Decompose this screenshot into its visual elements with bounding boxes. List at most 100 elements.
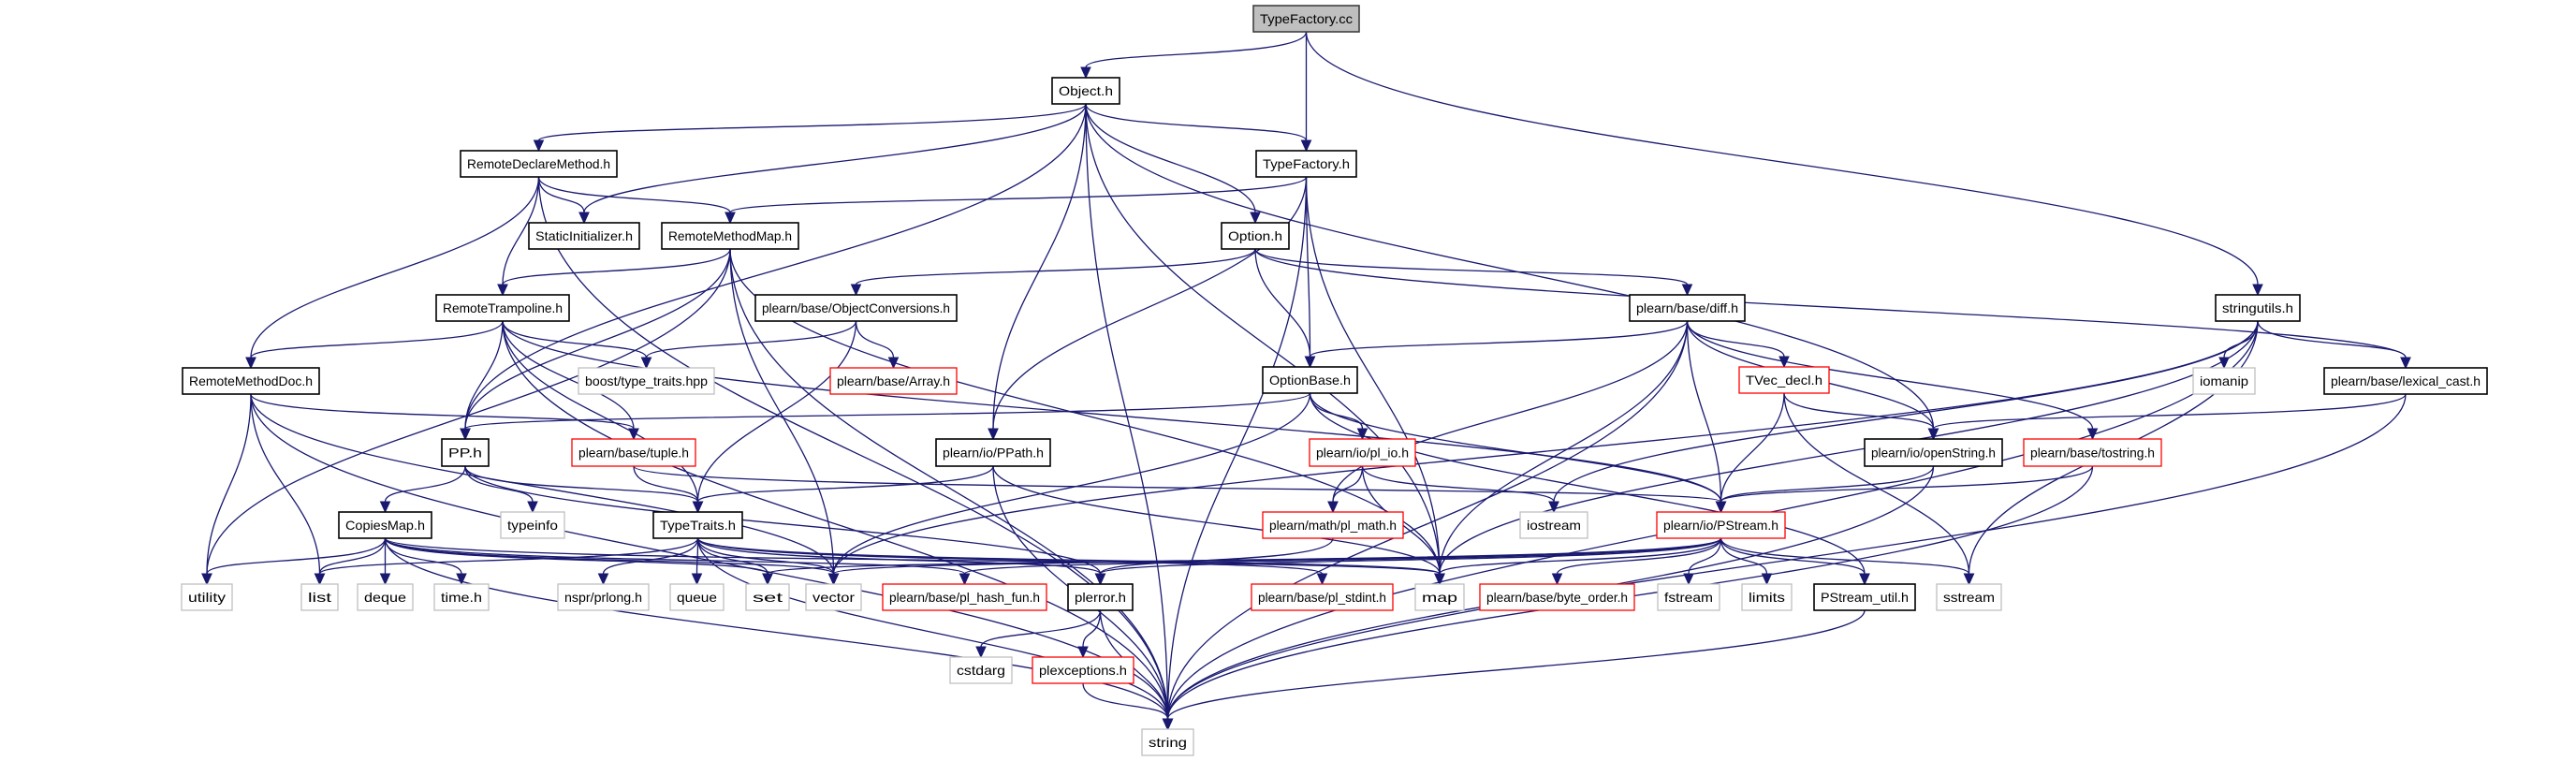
node-box [1309,438,1416,467]
node-label: plearn/math/pl_math.h [1269,518,1397,533]
node-option-h[interactable]: Option.h [1221,222,1290,250]
node-box [661,222,799,250]
node-box [1864,438,2003,467]
node-remotemethoddoc-h[interactable]: RemoteMethodDoc.h [182,367,320,395]
edge-remotetrampoline-h-to-string [502,320,1169,720]
edge-option-h-to-diff-h [1254,248,1689,285]
arrowhead-icon [2218,357,2230,370]
edge-plerror-h-to-plexceptions-h [1082,609,1102,648]
node-objectconversions-h[interactable]: plearn/base/ObjectConversions.h [754,294,958,322]
edge-remotemethoddoc-h-to-list [250,393,321,575]
node-typetraits-h[interactable]: TypeTraits.h [652,511,743,539]
node-pl-stdint-h[interactable]: plearn/base/pl_stdint.h [1251,583,1394,611]
node-label: TVec_decl.h [1746,373,1822,388]
node-box [1741,583,1793,611]
arrowhead-icon [1300,139,1312,153]
node-typefactory-h[interactable]: TypeFactory.h [1255,150,1357,178]
edge-copiesmap-h-to-vector [384,537,835,575]
node-remotedeclaremethod-h[interactable]: RemoteDeclareMethod.h [460,150,618,178]
edge-typetraits-h-to-map [696,537,1441,575]
arrowhead-icon [527,501,538,514]
edge-diff-h-to-map [1439,320,1689,575]
edge-object-h-to-map [1085,103,1441,575]
node-object-h[interactable]: Object.h [1051,77,1120,105]
node-tvec-decl-h[interactable]: TVec_decl.h [1738,366,1830,394]
node-copiesmap-h[interactable]: CopiesMap.h [338,511,432,539]
edge-optionbase-h-to-pstream-h [1309,392,1722,503]
node-remotetrampoline-h[interactable]: RemoteTrampoline.h [435,294,570,322]
node-remotemethodmap-h[interactable]: RemoteMethodMap.h [661,222,799,250]
node-box [1252,5,1360,33]
node-byte-order-h[interactable]: plearn/base/byte_order.h [1479,583,1635,611]
arrowhead-icon [850,284,862,297]
node-iostream: iostream [1519,511,1588,539]
edge-copiesmap-h-to-utility [206,537,387,575]
node-map: map [1414,583,1465,611]
edge-pstream-h-to-limits [1720,537,1768,575]
node-box [338,511,432,539]
node-time-h: time.h [433,583,490,611]
node-box [882,583,1047,611]
edge-pp-h-to-typeinfo [464,465,534,503]
edge-diff-h-to-pl-math-h [1332,320,1689,503]
arrowhead-icon [691,573,703,586]
arrowhead-icon [1963,573,1975,586]
edge-remotedeclaremethod-h-to-staticinitializer-h [537,176,585,213]
node-box [949,656,1013,684]
node-box [805,583,862,611]
node-label: plearn/base/byte_order.h [1486,590,1628,605]
node-label: TypeFactory.h [1263,156,1350,171]
node-label: plearn/base/pl_hash_fun.h [889,590,1040,605]
arrowhead-icon [578,212,590,225]
node-array-h[interactable]: plearn/base/Array.h [829,367,958,395]
node-label: plearn/io/PPath.h [943,446,1044,461]
node-ppath-h[interactable]: plearn/io/PPath.h [935,438,1051,467]
node-pl-math-h[interactable]: plearn/math/pl_math.h [1262,511,1404,539]
arrowhead-icon [460,428,471,441]
edge-stringutils-h-to-vector [832,320,2259,575]
node-pstream-h[interactable]: plearn/io/PStream.h [1656,511,1786,539]
node-label: PStream_util.h [1821,590,1909,605]
edge-remotetrampoline-h-to-pstream-h [502,320,1722,503]
edge-object-h-to-ppath-h [992,103,1087,430]
node-optionbase-h[interactable]: OptionBase.h [1262,366,1358,394]
edge-tvec-decl-h-to-sstream [1783,392,1970,575]
node-pl-io-h[interactable]: plearn/io/pl_io.h [1309,438,1416,467]
node-box [1519,511,1588,539]
node-utility: utility [181,583,233,611]
edge-typetraits-h-to-pl-stdint-h [696,537,1324,575]
node-label: string [1149,735,1187,750]
node-label: map [1422,590,1457,605]
edge-tuple-h-to-pstream-h [633,465,1722,503]
node-plexceptions-h[interactable]: plexceptions.h [1032,656,1134,684]
node-pl-hash-fun-h[interactable]: plearn/base/pl_hash_fun.h [882,583,1047,611]
node-label: nspr/prlong.h [564,590,642,605]
edge-copiesmap-h-to-pl-hash-fun-h [384,537,966,575]
node-queue: queue [669,583,724,611]
node-box [652,511,743,539]
arrowhead-icon [975,646,987,659]
node-pp-h[interactable]: PP.h [441,438,490,467]
node-label: plearn/base/pl_stdint.h [1258,590,1386,605]
node-pstream-util-h[interactable]: PStream_util.h [1813,583,1916,611]
node-diff-h[interactable]: plearn/base/diff.h [1629,294,1746,322]
edge-tostring-h-to-pstream-h [1720,465,2094,503]
arrowhead-icon [1434,573,1445,586]
node-box [1051,77,1120,105]
node-label: typeinfo [507,518,558,533]
node-label: OptionBase.h [1269,373,1351,388]
node-openstring-h[interactable]: plearn/io/openString.h [1864,438,2003,467]
node-nspr-prlong-h: nspr/prlong.h [557,583,650,611]
edge-ppath-h-to-typetraits-h [696,465,994,503]
node-tostring-h[interactable]: plearn/base/tostring.h [2023,438,2162,467]
node-lexical-cast-h[interactable]: plearn/base/lexical_cast.h [2323,367,2488,395]
arrowhead-icon [724,212,736,225]
node-plerror-h[interactable]: plerror.h [1067,583,1134,611]
node-box [1141,728,1194,756]
node-typefactory-cc[interactable]: TypeFactory.cc [1252,5,1360,33]
edge-typetraits-h-to-plerror-h [696,537,1102,575]
node-stringutils-h[interactable]: stringutils.h [2215,294,2301,322]
node-label: limits [1749,590,1785,605]
node-staticinitializer-h[interactable]: StaticInitializer.h [528,222,640,250]
node-tuple-h[interactable]: plearn/base/tuple.h [571,438,696,467]
